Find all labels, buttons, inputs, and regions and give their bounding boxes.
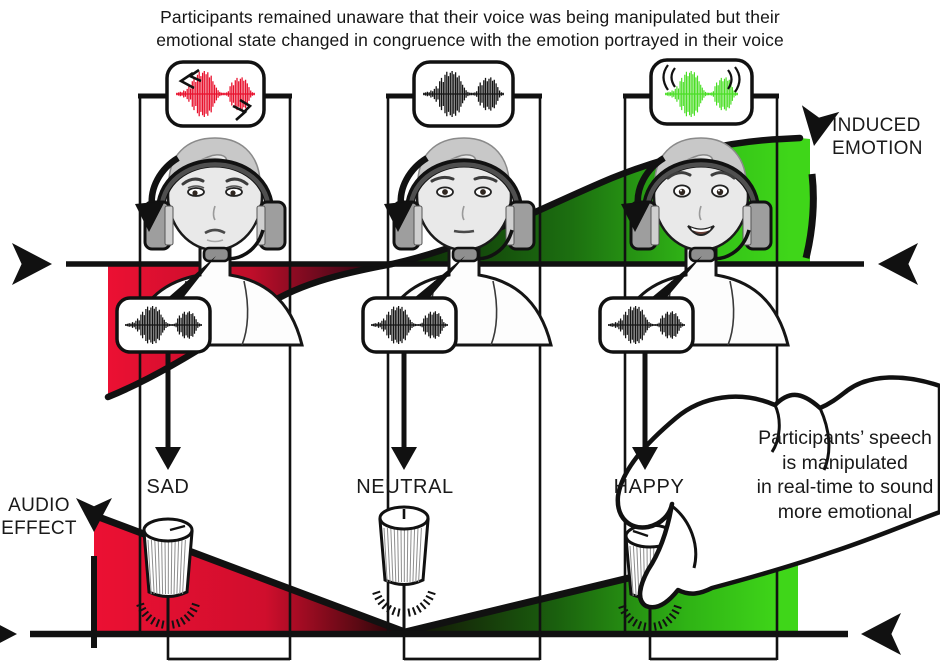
hand-annotation-line1: Participants’ speech bbox=[758, 427, 932, 449]
bubble-to-label-arrow-happy bbox=[632, 353, 658, 470]
callouts bbox=[115, 58, 754, 470]
figure-title-line1: Participants remained unaware that their… bbox=[160, 7, 780, 27]
hand-illustration bbox=[615, 375, 940, 610]
produced-voice-bubble-sad bbox=[115, 256, 216, 354]
heard-voice-waveform-neutral bbox=[412, 60, 515, 128]
condition-label-neutral: NEUTRAL bbox=[356, 476, 454, 498]
figure-title-line2: emotional state changed in congruence wi… bbox=[156, 30, 784, 50]
hand-annotation-line3: in real-time to sound bbox=[756, 476, 934, 498]
induced-emotion-line1: INDUCED bbox=[832, 115, 921, 136]
condition-label-sad: SAD bbox=[146, 476, 190, 498]
participant-happy bbox=[612, 137, 790, 347]
condition-label-happy: HAPPY bbox=[613, 476, 685, 498]
heard-voice-waveform-sad bbox=[165, 60, 266, 128]
induced-emotion-line2: EMOTION bbox=[832, 138, 923, 159]
shake-marks-sad bbox=[178, 68, 253, 121]
knob-sad bbox=[136, 517, 200, 630]
audio-effect-line1: AUDIO bbox=[8, 495, 70, 516]
produced-voice-bubble-happy bbox=[598, 256, 702, 354]
audio-effect-axis-label: AUDIO EFFECT bbox=[0, 495, 78, 540]
bubble-to-label-arrow-neutral bbox=[391, 353, 417, 470]
produced-voice-bubble-neutral bbox=[361, 256, 465, 354]
heard-voice-waveform-happy bbox=[649, 58, 754, 126]
hand-annotation-line4: more emotional bbox=[777, 500, 913, 523]
hand-annotation-line2: is manipulated bbox=[782, 451, 908, 474]
knob-neutral bbox=[372, 505, 436, 618]
vibration-marks-happy bbox=[662, 64, 741, 93]
induced-emotion-axis-label: INDUCED EMOTION bbox=[832, 114, 940, 160]
audio-effect-line2: EFFECT bbox=[1, 517, 77, 539]
figure-title: Participants remained unaware that their… bbox=[0, 6, 940, 52]
bubble-to-label-arrow-sad bbox=[155, 353, 181, 470]
audio-effect-axis bbox=[0, 613, 901, 655]
hand-annotation: Participants’ speech is manipulated in r… bbox=[748, 426, 940, 524]
